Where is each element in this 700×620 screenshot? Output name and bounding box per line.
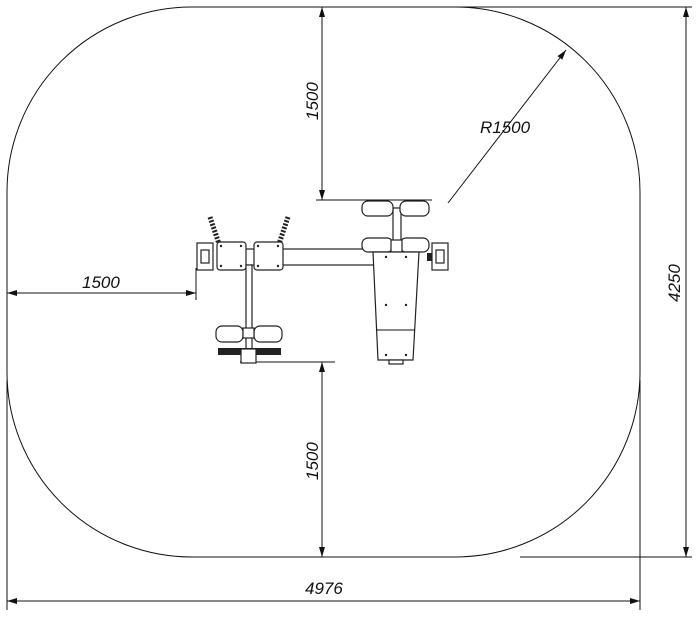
dimension-left-clearance: 1500 (7, 268, 197, 300)
width-label: 4976 (305, 579, 343, 598)
dimension-radius: R1500 (447, 49, 567, 204)
bottom-clearance-label: 1500 (303, 442, 322, 480)
left-clearance-label: 1500 (82, 273, 120, 292)
dimension-bottom-clearance: 1500 (240, 361, 335, 557)
dimension-height: 4250 (440, 6, 692, 558)
dimension-width: 4976 (6, 380, 641, 610)
top-clearance-label: 1500 (303, 82, 322, 120)
height-label: 4250 (665, 264, 684, 302)
radius-label: R1500 (480, 118, 531, 137)
dimension-top-clearance: 1500 (303, 6, 432, 201)
fitness-equipment (196, 200, 449, 365)
